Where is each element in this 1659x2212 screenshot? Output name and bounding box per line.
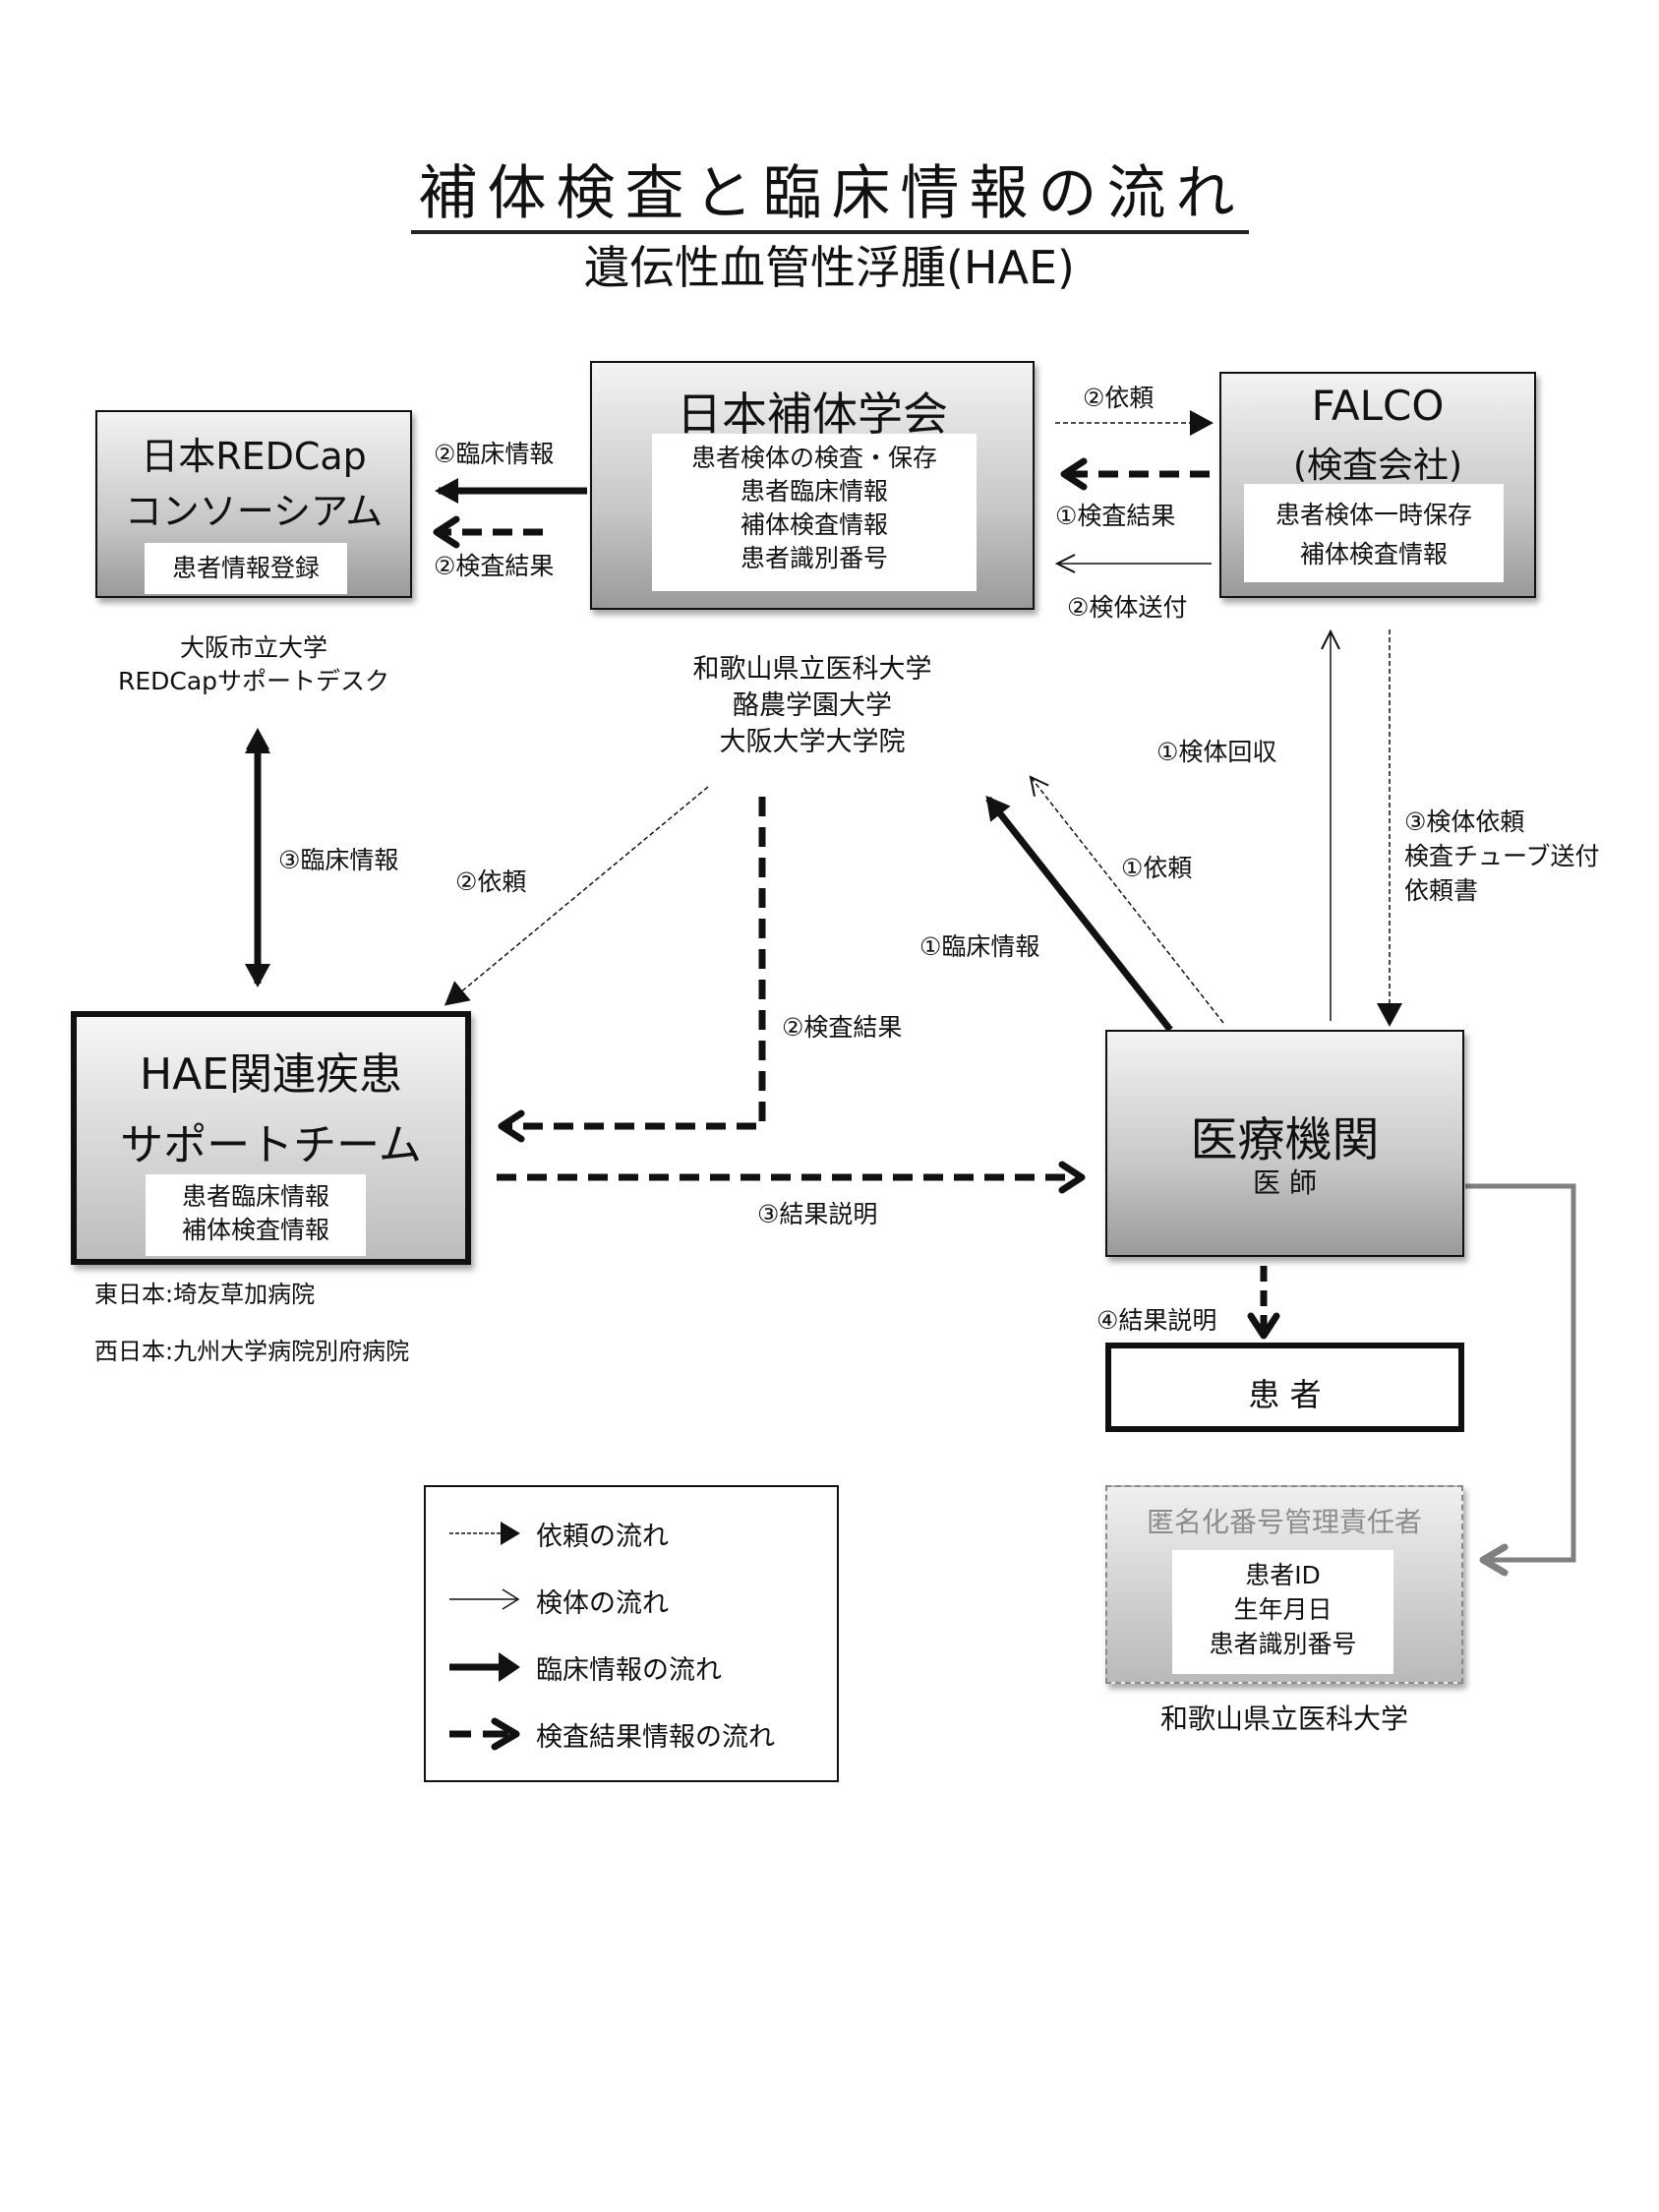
label-hae-hosp-explain: ③結果説明	[757, 1200, 878, 1228]
label-falco-hosp-request: ③検体依頼 検査チューブ送付 依頼書	[1404, 805, 1600, 908]
jsc-caption-line: 和歌山県立医科大学	[692, 654, 932, 685]
hae-caption-east: 東日本:埼友草加病院	[94, 1281, 316, 1308]
jsc-inner-item: 患者識別番号	[740, 544, 888, 572]
label-jsc-falco-request: ②依頼	[1083, 384, 1155, 412]
jsc-inner-item: 患者検体の検査・保存	[690, 444, 937, 472]
legend-result-arrow-icon	[449, 1717, 520, 1751]
legend-item-request: 依頼の流れ	[426, 1513, 837, 1552]
label-falco-jsc-result: ①検査結果	[1055, 502, 1176, 530]
redcap-caption-line: 大阪市立大学	[179, 633, 327, 662]
arrow-hosp-jsc-clinical	[985, 795, 1173, 1033]
node-jsc[interactable]: 日本補体学会 患者検体の検査・保存 患者臨床情報 補体検査情報 患者識別番号	[590, 361, 1035, 610]
node-patient[interactable]: 患 者	[1105, 1343, 1464, 1432]
label-hosp-falco-specimen: ①検体回収	[1156, 738, 1277, 766]
jsc-caption-line: 酪農学園大学	[733, 690, 892, 721]
arrow-redcap-hae-clinical-top	[245, 732, 270, 753]
anon-inner-item: 患者ID	[1245, 1561, 1321, 1589]
anon-inner-item: 患者識別番号	[1209, 1630, 1357, 1658]
hae-caption-west: 西日本:九州大学病院別府病院	[94, 1338, 410, 1365]
arrow-jsc-hae-result	[498, 797, 766, 1143]
jsc-inner-item: 補体検査情報	[740, 510, 888, 539]
arrow-hosp-jsc-request	[1031, 777, 1224, 1024]
redcap-caption-line: REDCapサポートデスク	[117, 667, 390, 695]
legend-request-label: 依頼の流れ	[536, 1522, 669, 1552]
node-hospital[interactable]: 医療機関 医 師	[1105, 1030, 1464, 1257]
hae-title-line1: HAE関連疾患	[140, 1049, 402, 1100]
redcap-caption: 大阪市立大学 REDCapサポートデスク	[95, 631, 412, 698]
falco-inner-item: 患者検体一時保存	[1274, 501, 1472, 529]
redcap-title-line1: 日本REDCap	[141, 435, 367, 478]
redcap-title-line2: コンソーシアム	[124, 490, 384, 533]
falco-inner-box: 患者検体一時保存 補体検査情報	[1244, 484, 1504, 582]
jsc-title: 日本補体学会	[677, 388, 948, 441]
node-redcap[interactable]: 日本REDCap コンソーシアム 患者情報登録	[95, 410, 412, 598]
anon-inner-box: 患者ID 生年月日 患者識別番号	[1172, 1550, 1393, 1674]
legend-result-label: 検査結果情報の流れ	[536, 1722, 775, 1753]
hospital-sub: 医 師	[1253, 1166, 1317, 1199]
hae-title-line2: サポートチーム	[120, 1120, 422, 1170]
legend-specimen-arrow-icon	[449, 1588, 520, 1610]
label-jsc-hae-request: ②依頼	[455, 867, 527, 896]
legend-item-clinical: 臨床情報の流れ	[426, 1646, 837, 1686]
node-anon-manager[interactable]: 匿名化番号管理責任者 患者ID 生年月日 患者識別番号	[1105, 1485, 1463, 1684]
redcap-inner-item: 患者情報登録	[171, 554, 320, 582]
falco-title-line1: FALCO	[1311, 382, 1445, 430]
anon-caption: 和歌山県立医科大学	[1159, 1703, 1408, 1735]
hospital-title: 医療機関	[1190, 1112, 1380, 1167]
hae-inner-item: 患者臨床情報	[181, 1182, 329, 1211]
label-jsc-redcap-result: ②検査結果	[434, 552, 555, 580]
legend-clinical-arrow-icon	[449, 1652, 520, 1682]
legend-request-arrow-icon	[449, 1522, 520, 1545]
falco-inner-item: 補体検査情報	[1299, 540, 1448, 568]
anon-title: 匿名化番号管理責任者	[1146, 1506, 1422, 1538]
jsc-inner-item: 患者臨床情報	[740, 477, 888, 506]
patient-title: 患 者	[1248, 1376, 1322, 1413]
label-hosp-jsc-request: ①依頼	[1121, 854, 1193, 882]
jsc-caption-line: 大阪大学大学院	[719, 727, 906, 757]
diagram-subtitle: 遺伝性血管性浮腫(HAE)	[583, 241, 1075, 294]
node-falco[interactable]: FALCO (検査会社) 患者検体一時保存 補体検査情報	[1219, 372, 1536, 598]
hae-inner-box: 患者臨床情報 補体検査情報	[146, 1174, 366, 1256]
jsc-caption: 和歌山県立医科大学 酪農学園大学 大阪大学大学院	[590, 651, 1035, 760]
label-hosp-patient-explain: ④結果説明	[1096, 1306, 1217, 1335]
legend-clinical-label: 臨床情報の流れ	[536, 1655, 722, 1686]
redcap-inner-box: 患者情報登録	[145, 543, 347, 594]
falco-title-line2: (検査会社)	[1292, 446, 1463, 486]
anon-inner-item: 生年月日	[1233, 1595, 1333, 1624]
label-falco-hosp-line: 依頼書	[1404, 876, 1479, 905]
label-redcap-hae-clinical: ③臨床情報	[278, 846, 399, 874]
node-hae-team[interactable]: HAE関連疾患 サポートチーム 患者臨床情報 補体検査情報	[71, 1011, 471, 1265]
arrow-hosp-anon	[1465, 1183, 1576, 1577]
legend: 依頼の流れ 検体の流れ 臨床情報の流れ 検査結果情報の流れ	[424, 1485, 839, 1782]
label-falco-hosp-line: 検査チューブ送付	[1404, 842, 1600, 870]
label-hosp-jsc-clinical: ①臨床情報	[919, 932, 1040, 961]
arrow-jsc-hae-request	[444, 786, 709, 1006]
legend-item-specimen: 検体の流れ	[426, 1580, 837, 1619]
title-text: 補体検査と臨床情報の流れ	[410, 159, 1249, 234]
label-jsc-hae-result: ②検査結果	[782, 1013, 903, 1042]
legend-specimen-label: 検体の流れ	[536, 1588, 669, 1619]
label-jsc-redcap-clinical: ②臨床情報	[434, 440, 555, 468]
jsc-inner-box: 患者検体の検査・保存 患者臨床情報 補体検査情報 患者識別番号	[652, 434, 977, 591]
diagram-title: 補体検査と臨床情報の流れ	[0, 146, 1659, 234]
label-falco-hosp-line: ③検体依頼	[1404, 807, 1525, 836]
label-falco-jsc-specimen: ②検体送付	[1067, 593, 1188, 622]
hae-inner-item: 補体検査情報	[181, 1216, 329, 1244]
legend-item-result: 検査結果情報の流れ	[426, 1713, 837, 1753]
